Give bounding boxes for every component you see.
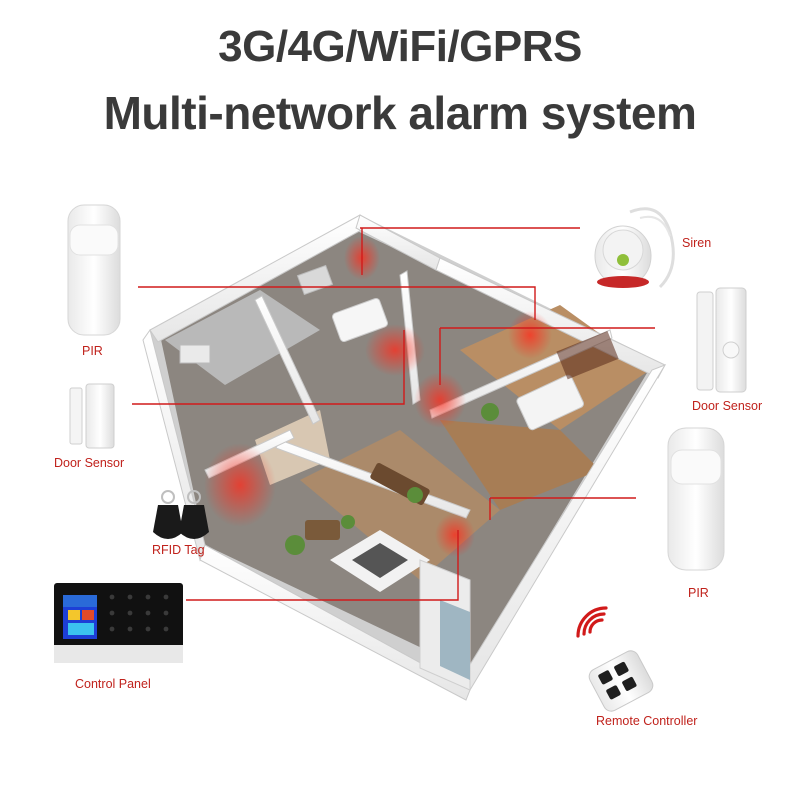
- control-panel-icon: [54, 583, 183, 663]
- door-sensor-icon: [69, 383, 115, 449]
- rfid-tag-label: RFID Tag: [152, 543, 205, 557]
- remote-controller-label: Remote Controller: [596, 714, 698, 728]
- pir-left-label: PIR: [82, 344, 103, 358]
- pir-sensor-icon: [67, 204, 121, 336]
- door-sensor-left-label: Door Sensor: [54, 456, 125, 470]
- remote-controller-icon: [588, 650, 654, 712]
- siren-icon: [594, 207, 675, 289]
- headline-line-2: Multi-network alarm system: [103, 87, 697, 139]
- pir-right-label: PIR: [688, 586, 709, 600]
- house-floorplan-illustration: [142, 214, 667, 701]
- pir-sensor-icon: [667, 427, 725, 571]
- leader-lines: [132, 227, 655, 601]
- headline-line-1: 3G/4G/WiFi/GPRS: [218, 22, 582, 71]
- rfid-tag-icon: [153, 490, 209, 539]
- siren-label: Siren: [682, 236, 712, 250]
- control-panel-label: Control Panel: [75, 677, 151, 691]
- wireless-signal-icon: [576, 606, 608, 638]
- door-sensor-right-label: Door Sensor: [692, 399, 763, 413]
- door-sensor-icon: [696, 287, 747, 393]
